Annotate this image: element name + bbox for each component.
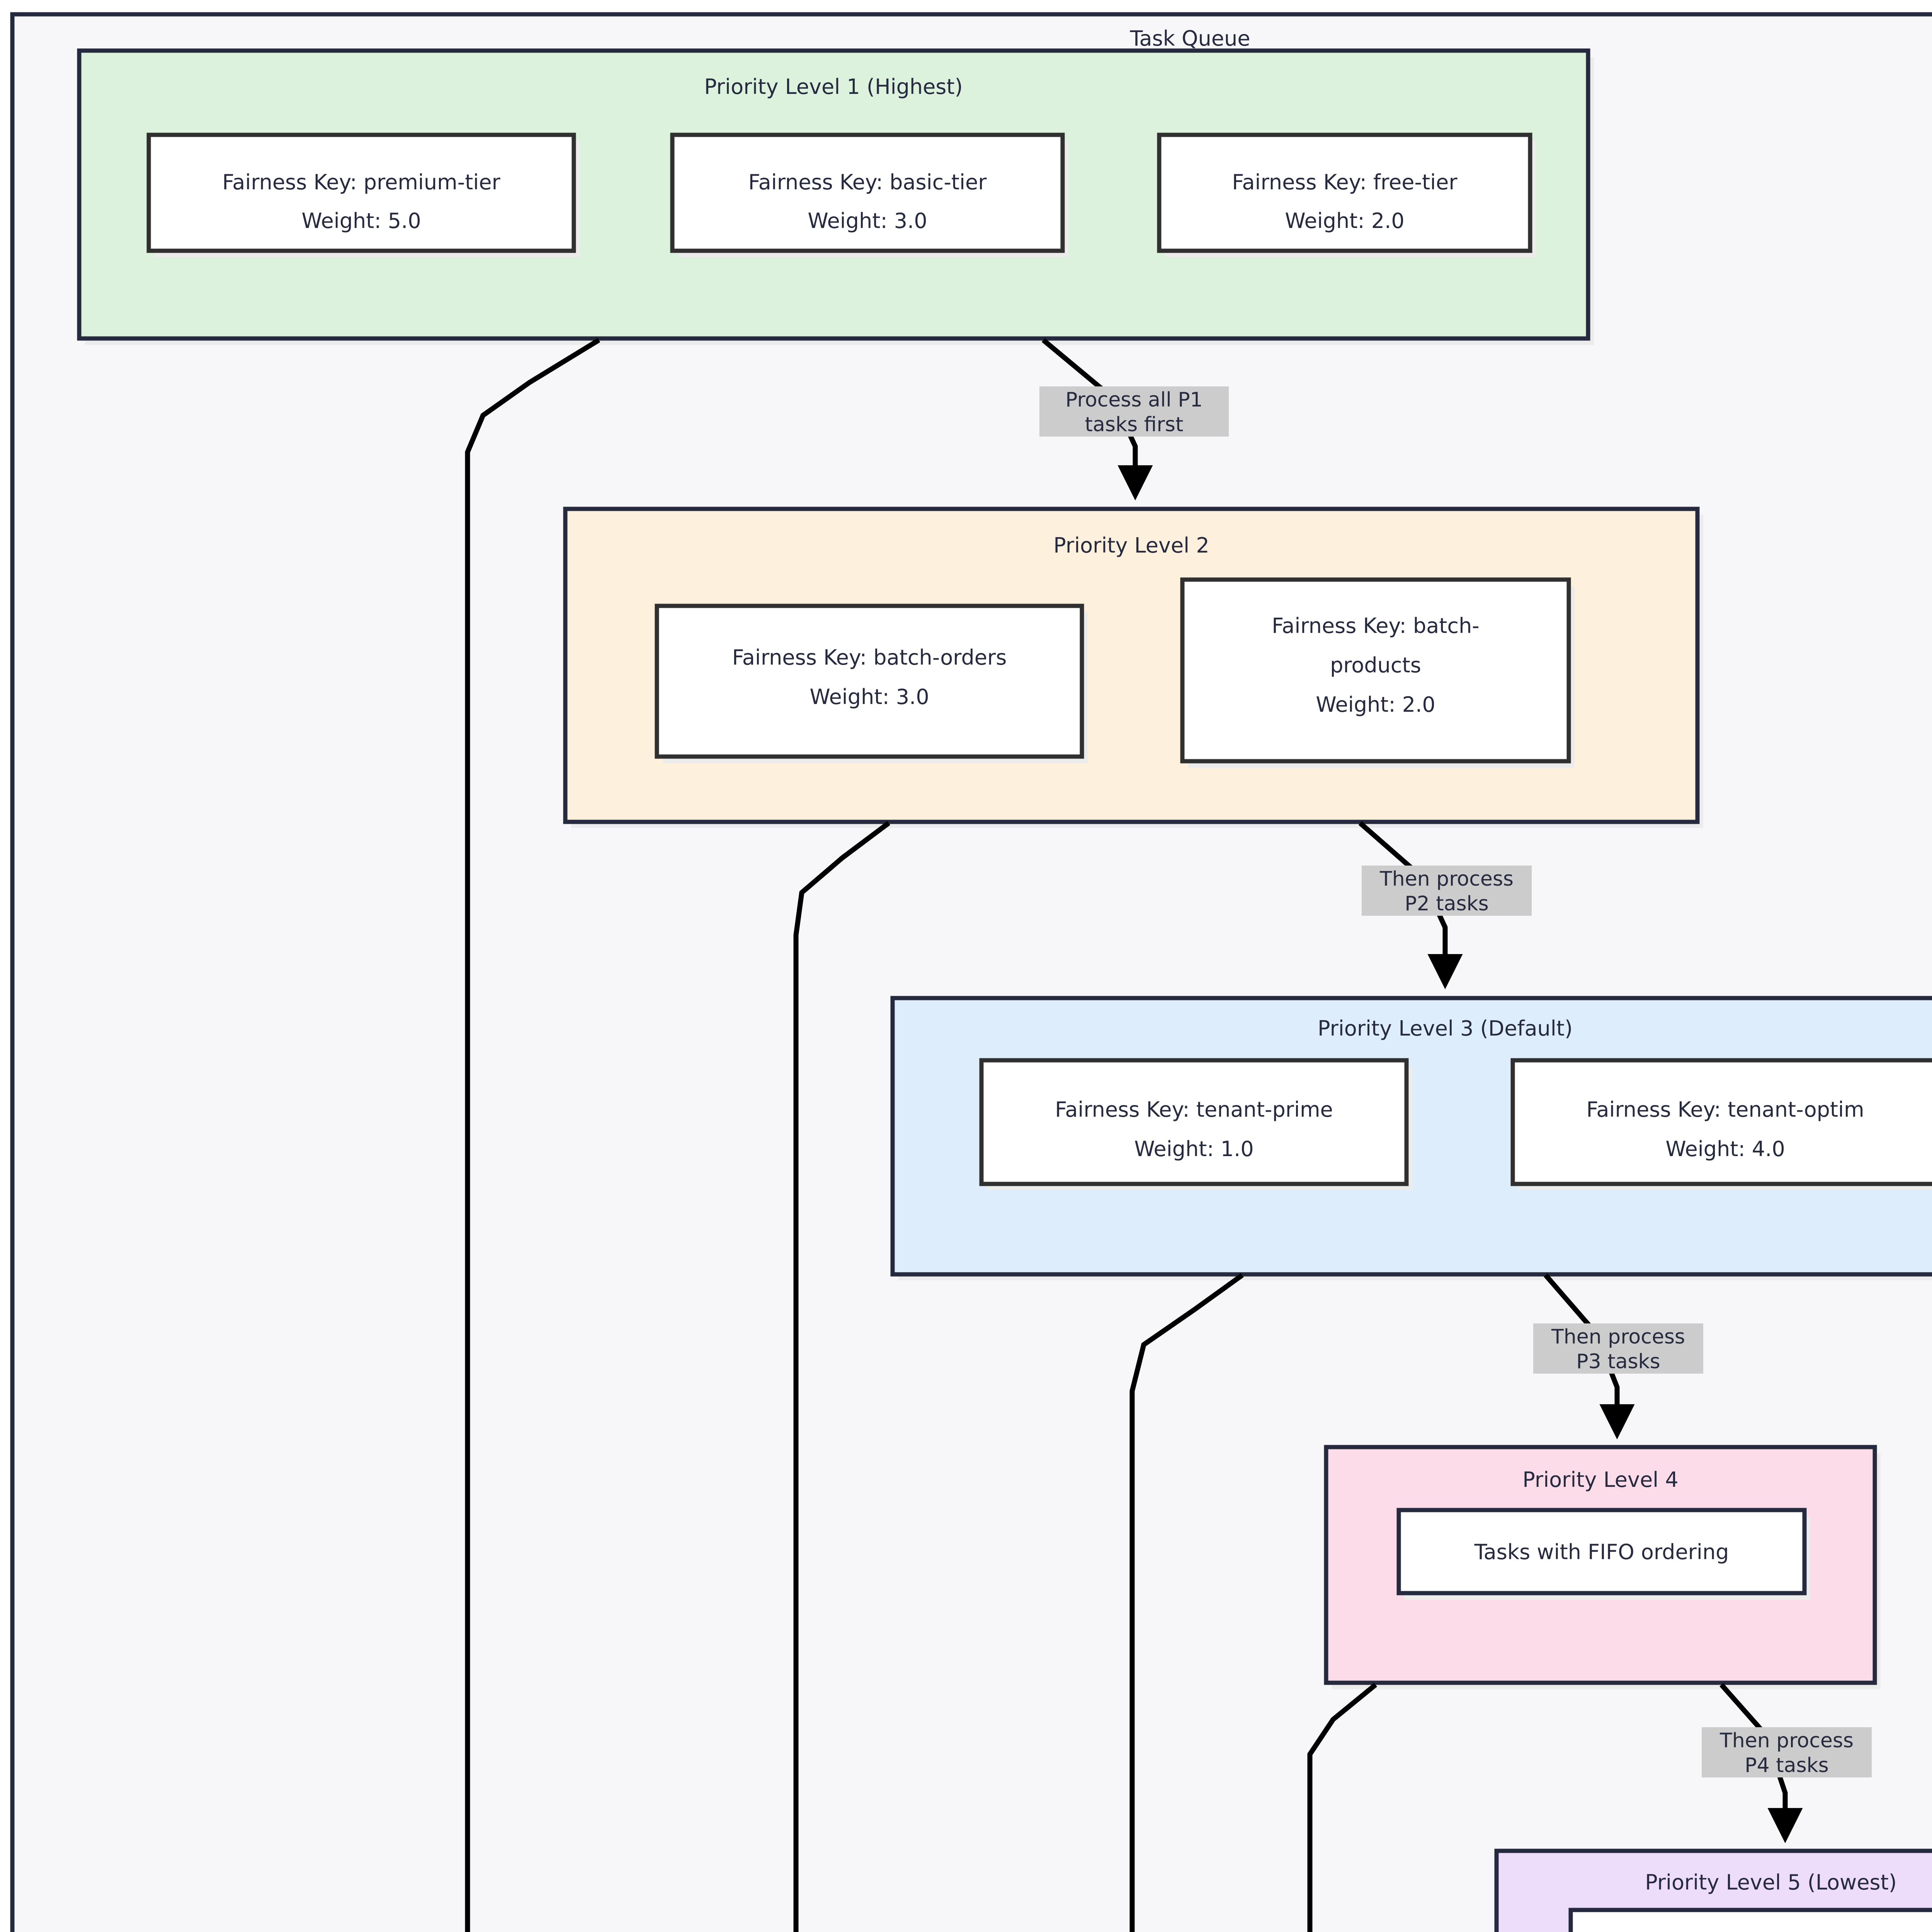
node-p2-batch-products[interactable]: Fairness Key: batch- products Weight: 2.… (1180, 577, 1575, 768)
edge-p1-to-workers (465, 338, 600, 1932)
edge-label-then-process-p4-line1: Then process (1719, 1729, 1854, 1752)
node-p2-batch-orders[interactable]: Fairness Key: batch-orders Weight: 3.0 (655, 604, 1088, 763)
cluster-priority-level-2[interactable]: Priority Level 2 Fairness Key: batch-ord… (563, 507, 1703, 828)
node-p1-free-tier[interactable]: Fairness Key: free-tier Weight: 2.0 (1157, 133, 1536, 257)
node-p3-tenant-prime[interactable]: Fairness Key: tenant-prime Weight: 1.0 (979, 1058, 1412, 1190)
cluster-title-priority-level-5: Priority Level 5 (Lowest) (1645, 1870, 1897, 1895)
edge-label-then-process-p4-line2: P4 tasks (1745, 1754, 1829, 1777)
edge-label-then-process-p2-line2: P2 tasks (1405, 892, 1489, 915)
cluster-title-priority-level-1: Priority Level 1 (Highest) (704, 75, 963, 99)
node-p1-free-tier-key: Fairness Key: free-tier (1232, 170, 1458, 194)
node-p3-tenant-prime-weight: Weight: 1.0 (1134, 1137, 1253, 1161)
edge-label-process-all-p1-line1: Process all P1 (1065, 388, 1203, 412)
cluster-priority-level-1[interactable]: Priority Level 1 (Highest) Fairness Key:… (77, 48, 1594, 345)
node-p1-basic-tier[interactable]: Fairness Key: basic-tier Weight: 3.0 (670, 133, 1068, 257)
cluster-priority-level-3[interactable]: Priority Level 3 (Default) Fairness Key:… (890, 996, 1932, 1280)
node-p4-fifo[interactable]: Tasks with FIFO ordering (1396, 1508, 1810, 1600)
cluster-title-priority-level-2: Priority Level 2 (1053, 533, 1209, 558)
node-p3-tenant-prime-key: Fairness Key: tenant-prime (1055, 1097, 1333, 1122)
node-p1-premium-tier[interactable]: Fairness Key: premium-tier Weight: 5.0 (146, 133, 580, 257)
node-p3-tenant-optim-weight: Weight: 4.0 (1665, 1137, 1785, 1161)
edge-label-then-process-p2: Then process P2 tasks (1362, 866, 1532, 916)
node-p2-batch-orders-weight: Weight: 3.0 (810, 685, 929, 709)
edge-p3-to-workers (1129, 1273, 1244, 1932)
edge-p2-to-workers (793, 821, 890, 1932)
edge-label-then-process-p4: Then process P4 tasks (1702, 1727, 1872, 1777)
edge-label-then-process-p3-line1: Then process (1551, 1325, 1685, 1349)
node-p5-fifo[interactable]: Tasks with FIFO ordering (1568, 1908, 1932, 1932)
node-p1-premium-tier-weight: Weight: 5.0 (301, 209, 421, 233)
node-p1-free-tier-weight: Weight: 2.0 (1285, 209, 1404, 233)
node-p4-fifo-label: Tasks with FIFO ordering (1474, 1540, 1729, 1564)
node-p3-tenant-optim[interactable]: Fairness Key: tenant-optim Weight: 4.0 (1510, 1058, 1932, 1190)
edge-label-then-process-p2-line1: Then process (1379, 867, 1514, 891)
edge-label-then-process-p3: Then process P3 tasks (1533, 1323, 1703, 1374)
cluster-title-task-queue: Task Queue (1129, 26, 1250, 51)
cluster-priority-level-4[interactable]: Priority Level 4 Tasks with FIFO orderin… (1324, 1445, 1881, 1689)
node-p2-batch-products-weight: Weight: 2.0 (1316, 692, 1435, 717)
node-p2-batch-products-key2: products (1330, 653, 1421, 677)
node-p1-basic-tier-key: Fairness Key: basic-tier (748, 170, 987, 194)
cluster-title-priority-level-4: Priority Level 4 (1522, 1468, 1678, 1492)
node-p3-tenant-optim-key: Fairness Key: tenant-optim (1586, 1097, 1864, 1122)
node-p1-premium-tier-key: Fairness Key: premium-tier (222, 170, 500, 194)
edge-label-process-all-p1: Process all P1 tasks first (1039, 386, 1229, 437)
node-p1-basic-tier-weight: Weight: 3.0 (808, 209, 927, 233)
node-p2-batch-products-key: Fairness Key: batch- (1272, 614, 1480, 638)
cluster-priority-level-5[interactable]: Priority Level 5 (Lowest) Tasks with FIF… (1494, 1849, 1932, 1932)
node-p2-batch-orders-key: Fairness Key: batch-orders (732, 645, 1007, 670)
cluster-title-priority-level-3: Priority Level 3 (Default) (1318, 1016, 1573, 1041)
edge-label-process-all-p1-line2: tasks first (1085, 413, 1184, 436)
edge-label-then-process-p3-line2: P3 tasks (1576, 1350, 1660, 1373)
